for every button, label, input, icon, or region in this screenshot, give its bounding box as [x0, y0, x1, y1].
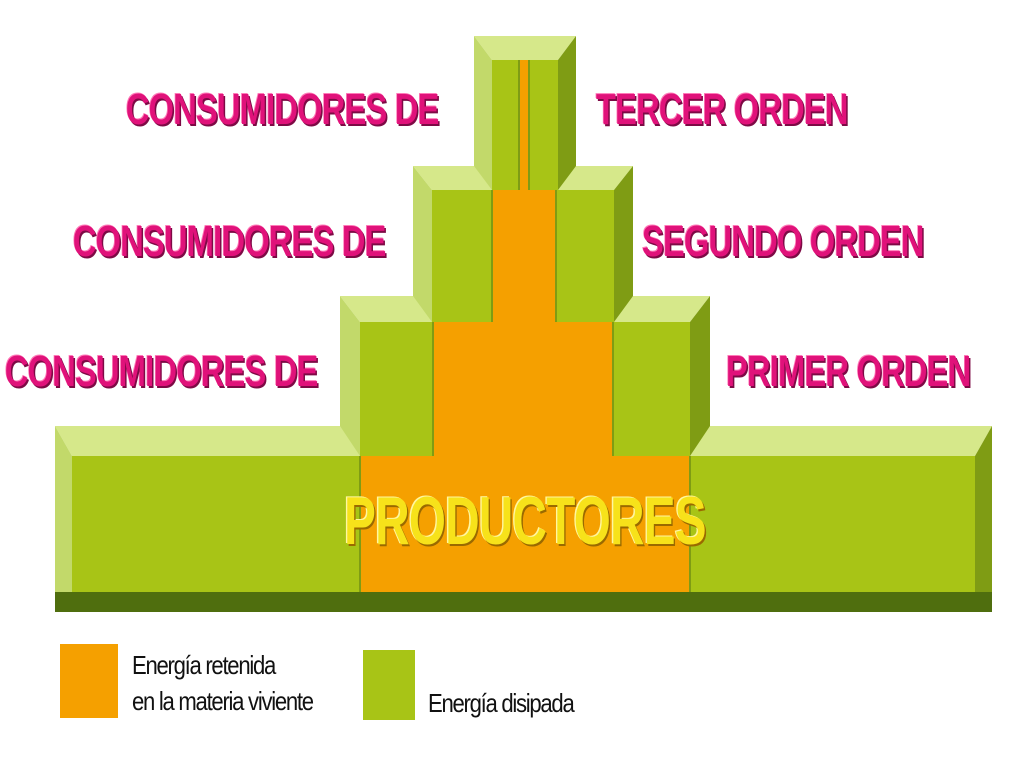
base-green-right [690, 456, 975, 592]
lvl3-top-bevel [474, 36, 576, 60]
lvl1-left-bevel [340, 296, 360, 456]
lvl2-green-right [556, 190, 614, 322]
lvl1-right-bevel [690, 296, 710, 456]
lvl1-orange-center [433, 322, 613, 456]
lvl2-left-bevel [413, 166, 432, 322]
lvl3-green-right [529, 60, 558, 190]
label-primer-right: PRIMER ORDEN [726, 347, 971, 396]
base-green-left [72, 456, 360, 592]
lvl1-green-right [613, 322, 690, 456]
lvl3-green-left [492, 60, 519, 190]
lvl3-left-bevel [474, 36, 492, 190]
lvl3-right-bevel [558, 36, 576, 190]
block-tercer-orden [474, 36, 576, 190]
base-block-productores [55, 426, 992, 612]
lvl3-orange-center [519, 60, 529, 190]
base-right-bevel [975, 426, 992, 608]
legend-text-retained-line1: Energía retenida [132, 650, 276, 680]
label-segundo-right: SEGUNDO ORDEN [642, 217, 924, 266]
block-segundo-orden [413, 166, 633, 322]
base-orange-center [360, 456, 690, 592]
label-tercer-right: TERCER ORDEN [596, 85, 848, 134]
lvl2-right-bevel [614, 166, 633, 322]
label-segundo-left: CONSUMIDORES DE [73, 217, 386, 266]
legend-text-retained-line2: en la materia viviente [132, 686, 314, 716]
lvl1-green-left [360, 322, 433, 456]
base-left-bevel [55, 426, 72, 608]
legend-swatch-dissipated [363, 650, 415, 720]
lvl2-green-left [432, 190, 492, 322]
legend-text-dissipated: Energía disipada [428, 688, 575, 718]
label-tercer-left: CONSUMIDORES DE [126, 85, 439, 134]
lvl2-orange-center [492, 190, 556, 322]
legend-swatch-retained [60, 644, 118, 718]
base-bottom-shadow [55, 592, 992, 612]
label-primer-left: CONSUMIDORES DE [5, 347, 318, 396]
label-productores: PRODUCTORES [344, 483, 706, 559]
